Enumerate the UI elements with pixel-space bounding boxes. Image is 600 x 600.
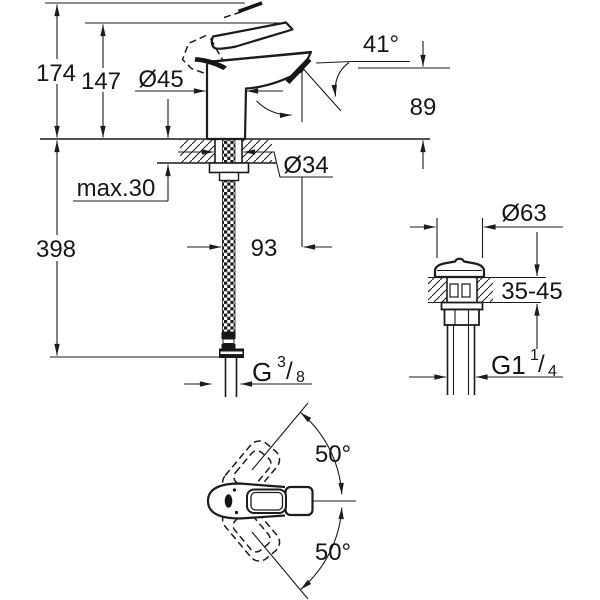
thread-g38-prefix: G bbox=[252, 357, 272, 387]
spout-top-edge bbox=[210, 51, 312, 63]
dim-label-89: 89 bbox=[410, 94, 437, 121]
hose-ferrule-band bbox=[222, 338, 235, 344]
thread-g114-numerator: 1 bbox=[530, 347, 539, 364]
dim-body-diameter: Ø45 bbox=[135, 66, 283, 94]
waste-deck-hatch-left bbox=[428, 278, 447, 302]
dim-label-174: 174 bbox=[36, 60, 76, 87]
spout-top-outline bbox=[284, 485, 314, 517]
dim-label-d34: Ø34 bbox=[283, 152, 328, 179]
overflow-slot-left bbox=[449, 283, 459, 298]
dim-label-3545: 35-45 bbox=[501, 278, 562, 305]
supply-hose-upper bbox=[222, 138, 236, 164]
supply-hose-lower bbox=[222, 180, 236, 333]
thread-g38-numerator: 3 bbox=[277, 354, 286, 371]
thread-g114-prefix: G1 bbox=[491, 350, 526, 380]
dim-label-41deg: 41° bbox=[363, 31, 399, 58]
hose-ferrule bbox=[221, 332, 236, 339]
waste-valve-view: Ø63 35-45 G1 1 / 4 bbox=[409, 200, 563, 395]
dim-label-50-upper: 50° bbox=[315, 441, 351, 468]
dim-label-50-lower: 50° bbox=[315, 539, 351, 566]
faucet-top-view: 50° 50° bbox=[206, 402, 356, 600]
dim-hose-length: 398 bbox=[35, 140, 79, 356]
dim-label-max30: max.30 bbox=[77, 175, 156, 202]
dim-lever-height: 147 bbox=[81, 24, 123, 138]
dim-label-147: 147 bbox=[81, 68, 121, 95]
deck-hatch-left bbox=[180, 139, 215, 163]
dim-projection: 93 bbox=[187, 235, 332, 262]
hose-connector-slit bbox=[220, 351, 243, 355]
waste-washer bbox=[440, 301, 484, 311]
dim-aerator-height: 89 bbox=[358, 41, 450, 169]
thread-g114-slash: / bbox=[538, 351, 545, 378]
dim-supply-thread: G 3 / 8 bbox=[184, 354, 312, 387]
handle-cutout-outer bbox=[246, 488, 287, 514]
handle-logo-oval bbox=[224, 494, 233, 508]
swivel-arc-upper bbox=[300, 412, 344, 495]
dim-waste-deck-range: 35-45 bbox=[501, 232, 563, 349]
dim-overall-height: 174 bbox=[36, 4, 77, 138]
dim-deck-thickness: max.30 bbox=[73, 99, 171, 202]
aerator-outlet bbox=[285, 57, 312, 84]
mounting-washer bbox=[218, 171, 240, 182]
handle-lever-solid bbox=[210, 21, 294, 50]
handle-cutout-inner bbox=[250, 491, 284, 511]
raised-lever-tip bbox=[237, 1, 263, 14]
dim-label-93: 93 bbox=[251, 235, 278, 262]
mounting-nut bbox=[208, 162, 250, 174]
dim-hole-diameter: Ø34 bbox=[178, 72, 333, 247]
waste-cap bbox=[433, 257, 486, 279]
thread-g38-denominator: 8 bbox=[296, 369, 305, 386]
swivel-line-upper bbox=[251, 402, 309, 471]
swivel-line-lower bbox=[251, 531, 309, 600]
hose-ferrule-2 bbox=[221, 344, 236, 349]
faucet-side-view: 174 147 Ø45 41° 89 bbox=[35, 1, 450, 397]
dim-label-d45: Ø45 bbox=[138, 66, 183, 93]
waste-nut bbox=[443, 308, 480, 326]
handle-joint bbox=[194, 57, 227, 70]
dim-flange-diameter: Ø63 bbox=[410, 200, 563, 230]
handle-dot-bottom bbox=[234, 510, 239, 515]
thread-g38-slash: / bbox=[286, 358, 293, 385]
handle-lever-raised-dashed bbox=[181, 1, 263, 75]
dim-label-398: 398 bbox=[36, 236, 76, 263]
dim-waste-thread: G1 1 / 4 bbox=[409, 347, 563, 380]
waste-deck-hatch-right bbox=[477, 278, 493, 302]
deck-hatch-right bbox=[242, 139, 272, 163]
overflow-slot-right bbox=[461, 283, 471, 298]
swivel-arc-lower bbox=[300, 507, 344, 590]
dim-label-d63: Ø63 bbox=[501, 200, 546, 227]
thread-g114-denominator: 4 bbox=[548, 363, 557, 380]
handle-dot-top bbox=[232, 488, 237, 492]
dim-aerator-angle: 41° bbox=[256, 31, 410, 118]
